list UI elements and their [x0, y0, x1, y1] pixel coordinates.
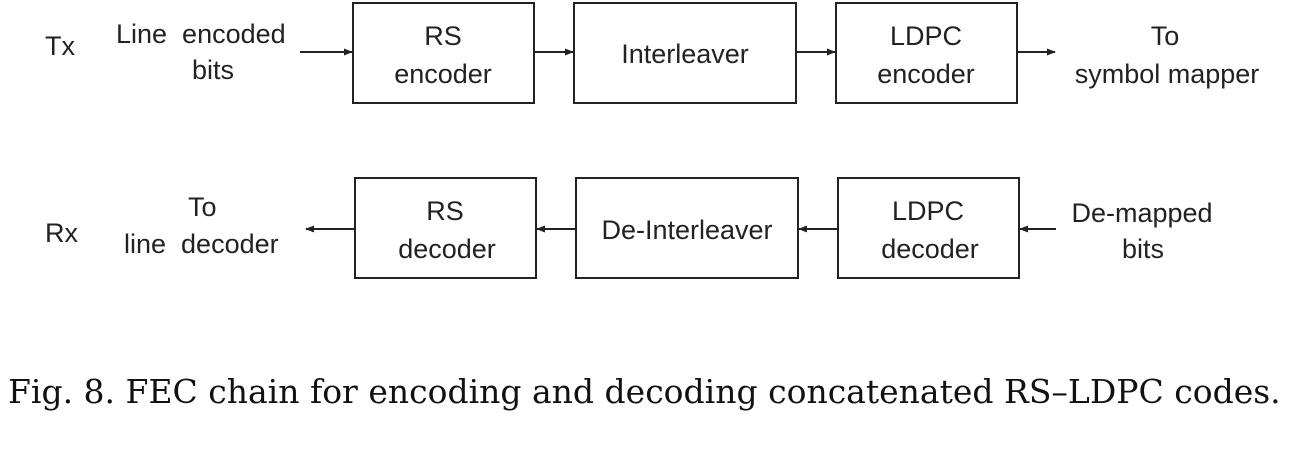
- interleaver-block: [573, 2, 797, 104]
- tx-input-label-line1: Line encoded: [116, 19, 286, 49]
- rx-label: Rx: [45, 218, 78, 248]
- fec-chain-diagram: Tx Line encoded bits RS encoder Interlea…: [45, 2, 1260, 279]
- rs-decoder-label-line1: RS: [426, 196, 464, 226]
- interleaver-label: Interleaver: [621, 39, 749, 69]
- de-interleaver-block: [575, 177, 799, 279]
- de-interleaver-label: De-Interleaver: [601, 215, 772, 245]
- ldpc-decoder-label-line2: decoder: [881, 234, 979, 264]
- ldpc-encoder-label-line1: LDPC: [890, 21, 962, 51]
- rs-encoder-label-line2: encoder: [394, 59, 492, 89]
- ldpc-decoder-label-line1: LDPC: [892, 196, 964, 226]
- rs-decoder-label-line2: decoder: [398, 234, 496, 264]
- rx-input-label-line2: bits: [1122, 234, 1164, 264]
- ldpc-encoder-block: [835, 2, 1018, 104]
- rx-output-label-line2: line decoder: [124, 229, 279, 259]
- rx-output-label-line1: To: [188, 192, 217, 222]
- tx-input-label-line2: bits: [192, 55, 234, 85]
- figure-number: Fig. 8.: [8, 372, 116, 411]
- rs-decoder-block: [354, 177, 537, 279]
- rs-encoder-label-line1: RS: [424, 21, 462, 51]
- tx-output-label-line1: To: [1151, 21, 1180, 51]
- tx-label: Tx: [45, 31, 75, 61]
- tx-output-label-line2: symbol mapper: [1075, 59, 1260, 89]
- figure-caption: Fig. 8. FEC chain for encoding and decod…: [8, 366, 1303, 418]
- rx-input-label-line1: De-mapped: [1071, 198, 1212, 228]
- ldpc-encoder-label-line2: encoder: [877, 59, 975, 89]
- caption-text: FEC chain for encoding and decoding conc…: [125, 372, 1281, 411]
- ldpc-decoder-block: [837, 177, 1020, 279]
